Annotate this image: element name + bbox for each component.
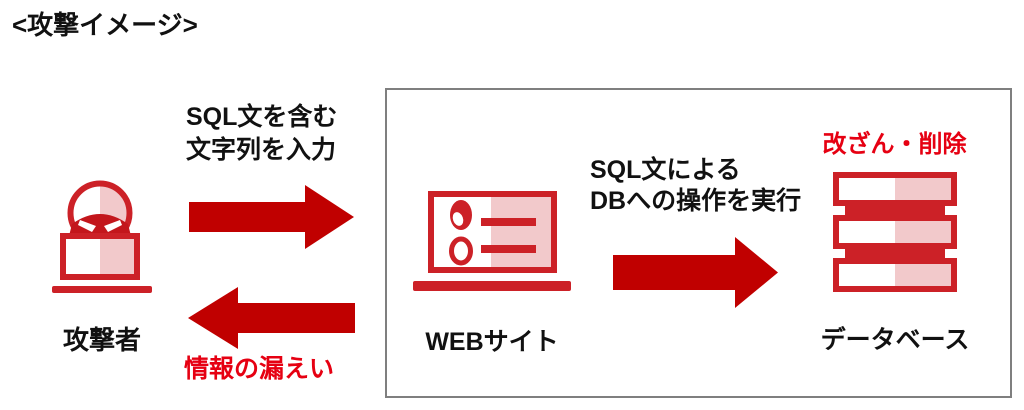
database-damage-label: 改ざん・削除 xyxy=(822,131,967,158)
leak-left-arrow-icon xyxy=(188,287,355,349)
attacker-label: 攻撃者 xyxy=(62,325,141,355)
page-title: <攻撃イメージ> xyxy=(12,10,198,40)
input-flow-label: SQL文を含む 文字列を入力 xyxy=(186,101,337,167)
input-right-arrow-icon xyxy=(189,185,354,249)
website-label: WEBサイト xyxy=(425,328,559,356)
input-flow-line2: 文字列を入力 xyxy=(186,136,337,164)
browser-user-list-icon xyxy=(413,191,571,291)
database-stack-icon xyxy=(833,172,957,292)
leak-flow-label: 情報の漏えい xyxy=(184,355,335,383)
server-boundary-box xyxy=(385,88,1012,398)
database-label: データベース xyxy=(820,326,970,354)
execute-flow-line2: DBへの操作を実行 xyxy=(590,187,802,215)
execute-right-arrow-icon xyxy=(613,237,778,308)
execute-flow-label: SQL文による DBへの操作を実行 xyxy=(590,155,801,217)
execute-flow-line1: SQL文による xyxy=(590,156,741,184)
input-flow-line1: SQL文を含む xyxy=(186,103,338,131)
hacker-at-laptop-icon xyxy=(52,180,152,293)
